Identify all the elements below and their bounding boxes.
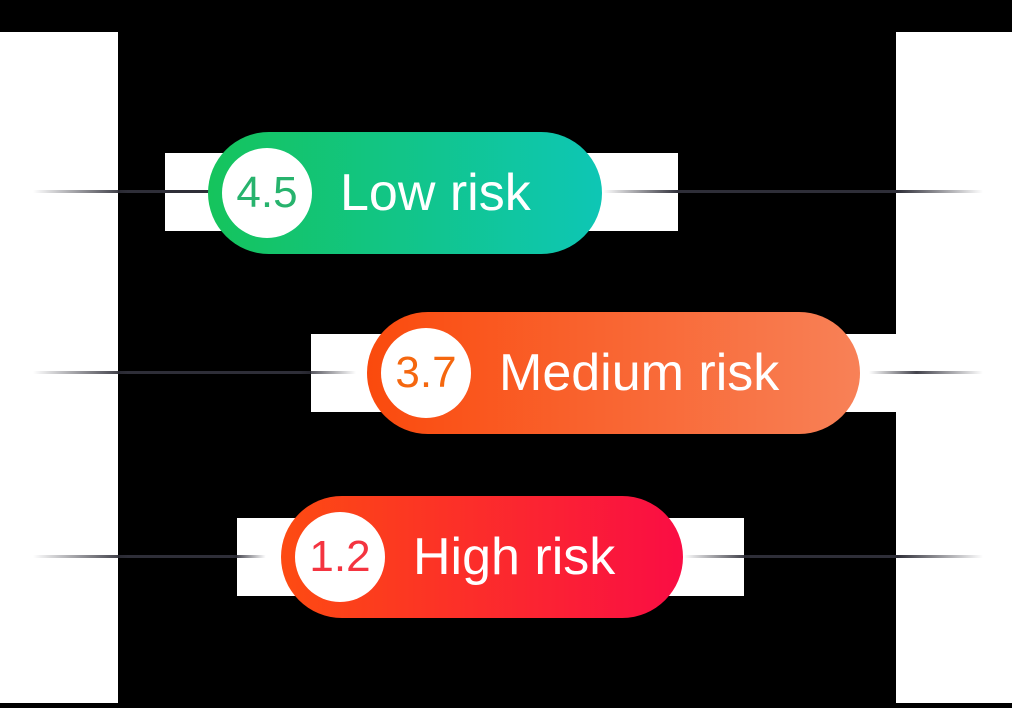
risk-label: Low risk [340, 164, 531, 222]
score-value: 3.7 [395, 348, 457, 397]
score-circle: 1.2 [295, 512, 385, 602]
risk-label: Medium risk [499, 344, 780, 402]
left-white-column [0, 32, 118, 703]
right-white-column [896, 32, 1012, 703]
score-value: 4.5 [236, 168, 298, 217]
score-circle: 4.5 [222, 148, 312, 238]
score-circle: 3.7 [381, 328, 471, 418]
risk-pill-medium: 3.7 Medium risk [367, 312, 860, 434]
score-value: 1.2 [309, 532, 371, 581]
risk-pill-high: 1.2 High risk [281, 496, 683, 618]
risk-pill-low: 4.5 Low risk [208, 132, 602, 254]
risk-label: High risk [413, 528, 616, 586]
